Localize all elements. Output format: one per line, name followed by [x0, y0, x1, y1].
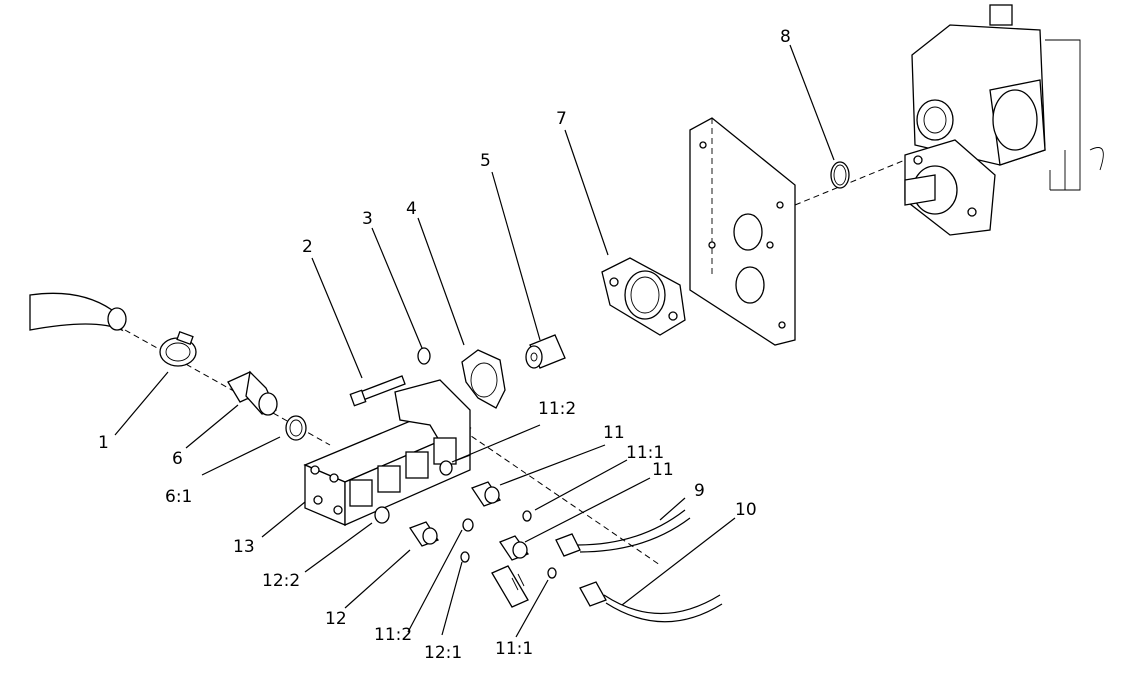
seal-11-2-lower	[462, 518, 474, 532]
gear-pump-body	[303, 379, 472, 526]
seal-11-1-upper	[522, 510, 532, 522]
coupling	[525, 334, 566, 369]
fitting-11-lower	[499, 535, 530, 561]
hydraulic-tube-9	[555, 509, 691, 557]
seal-11-2-upper	[439, 460, 453, 476]
callout-2: 2	[302, 237, 313, 257]
callout-6-1: 6:1	[165, 487, 192, 507]
hose-clamp	[159, 331, 197, 367]
callout-6: 6	[172, 449, 183, 469]
callout-11-2-a: 11:2	[538, 399, 576, 419]
callout-11-1-b: 11:1	[495, 639, 533, 659]
suction-hose	[29, 292, 127, 332]
axis-line-right	[794, 159, 906, 206]
cap-screw	[349, 375, 406, 407]
callout-3: 3	[362, 209, 373, 229]
hydraulic-tube-10	[579, 581, 723, 623]
callout-12-2: 12:2	[262, 571, 300, 591]
callout-4: 4	[406, 199, 417, 219]
fitting-11-upper	[471, 481, 501, 507]
seal-12-1	[460, 551, 470, 563]
callout-11-a: 11	[603, 423, 625, 443]
seal-12-2	[374, 506, 390, 524]
callout-8: 8	[780, 27, 791, 47]
callout-5: 5	[480, 151, 491, 171]
callout-11-1-a: 11:1	[626, 443, 664, 463]
hose-barb-fitting	[227, 370, 278, 416]
callout-10: 10	[735, 500, 757, 520]
leader-lines	[114, 44, 835, 638]
callout-7: 7	[556, 109, 567, 129]
callout-13: 13	[233, 537, 255, 557]
o-ring-6-1	[285, 415, 307, 441]
callout-11-2-b: 11:2	[374, 625, 412, 645]
adapter-flange	[601, 257, 686, 336]
seal-11-1-lower	[547, 567, 557, 579]
mounting-plate	[689, 117, 796, 346]
callout-12: 12	[325, 609, 347, 629]
callout-labels: 1 2 3 4 5 6 6:1 7 8 9 10 11 11 11:1 11:1…	[98, 27, 791, 663]
callout-9: 9	[694, 481, 705, 501]
fitting-12	[409, 521, 439, 547]
callout-1: 1	[98, 433, 109, 453]
fitting-swivel	[491, 565, 529, 608]
callout-11-b: 11	[652, 460, 674, 480]
callout-12-1: 12:1	[424, 643, 462, 663]
washer	[417, 347, 431, 365]
gasket	[461, 349, 506, 409]
main-pump-housing	[904, 4, 1104, 236]
axis-line-lower	[454, 424, 661, 566]
